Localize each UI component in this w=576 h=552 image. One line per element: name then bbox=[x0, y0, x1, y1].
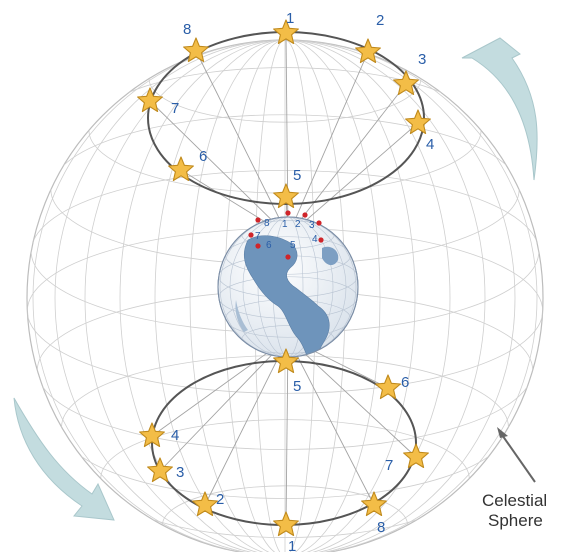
earth-dot-labels: 1 2 3 4 5 6 7 8 bbox=[255, 218, 318, 251]
sight-line bbox=[287, 83, 407, 237]
sight-line bbox=[287, 122, 419, 237]
top-label-4: 4 bbox=[426, 136, 434, 153]
latitude-line bbox=[162, 485, 408, 552]
earth-meridian bbox=[242, 217, 334, 357]
star-icon bbox=[192, 491, 218, 517]
bottom-label-2: 2 bbox=[216, 491, 224, 508]
observation-dot-1 bbox=[285, 210, 291, 216]
meridian-line bbox=[32, 40, 538, 552]
sight-line bbox=[287, 337, 417, 458]
bottom-label-7: 7 bbox=[385, 457, 393, 474]
arrow-pointer-icon bbox=[499, 431, 536, 483]
sight-line bbox=[149, 100, 289, 237]
observation-dot-6 bbox=[255, 243, 261, 249]
top-label-1: 1 bbox=[286, 10, 294, 27]
rotation-arrow-bottom bbox=[13, 397, 115, 521]
earth-globe bbox=[217, 216, 359, 358]
star-icon bbox=[273, 511, 299, 537]
star-icon bbox=[375, 374, 401, 400]
observation-dot-8 bbox=[255, 217, 261, 223]
bottom-label-1: 1 bbox=[288, 538, 296, 552]
star-icon bbox=[273, 19, 299, 45]
americas-landmass bbox=[243, 235, 330, 357]
observation-dot-2 bbox=[302, 212, 308, 218]
earth-meridian bbox=[219, 217, 357, 357]
earth-meridian bbox=[257, 217, 319, 357]
star-icon bbox=[183, 37, 209, 63]
sight-line bbox=[195, 50, 289, 237]
earth-label-5: 5 bbox=[290, 240, 296, 251]
star-icon bbox=[273, 183, 299, 209]
sight-line bbox=[287, 51, 369, 237]
star-icon bbox=[139, 422, 165, 448]
bottom-ring-labels: 1 2 3 4 5 6 7 8 bbox=[171, 374, 409, 552]
star-icon bbox=[273, 348, 299, 374]
earth-observation-points bbox=[248, 210, 324, 260]
bottom-label-4: 4 bbox=[171, 427, 179, 444]
observation-dot-7 bbox=[248, 232, 254, 238]
curved-arrow-icon bbox=[461, 37, 538, 181]
bottom-label-3: 3 bbox=[176, 464, 184, 481]
bottom-label-6: 6 bbox=[401, 374, 409, 391]
top-label-3: 3 bbox=[418, 51, 426, 68]
bottom-label-5: 5 bbox=[293, 378, 301, 395]
observation-dot-5 bbox=[285, 254, 291, 260]
curved-arrow-icon bbox=[13, 397, 115, 521]
top-ring-labels: 1 2 3 4 5 6 7 8 bbox=[171, 10, 434, 184]
meridian-line bbox=[154, 40, 416, 552]
top-label-7: 7 bbox=[171, 100, 179, 117]
earth-label-3: 3 bbox=[309, 220, 315, 231]
top-label-6: 6 bbox=[199, 148, 207, 165]
caption-line-2: Sphere bbox=[488, 511, 543, 530]
earth-label-1: 1 bbox=[282, 219, 288, 230]
meridian-line bbox=[189, 40, 381, 552]
caption-line-1: Celestial bbox=[482, 491, 547, 510]
meridian-line bbox=[54, 40, 516, 552]
star-icon bbox=[403, 443, 429, 469]
landmass-fragment bbox=[322, 246, 339, 266]
earth-label-8: 8 bbox=[264, 218, 270, 229]
top-label-5: 5 bbox=[293, 167, 301, 184]
star-icon bbox=[361, 491, 387, 517]
sight-line bbox=[204, 337, 289, 506]
earth-meridian bbox=[229, 217, 347, 357]
celestial-sphere-callout: Celestial Sphere bbox=[482, 427, 547, 530]
sight-line bbox=[151, 337, 289, 437]
star-icon bbox=[393, 70, 419, 96]
star-icon bbox=[137, 87, 163, 113]
earth-label-4: 4 bbox=[312, 234, 318, 245]
star-icon bbox=[168, 156, 194, 182]
earth-shading bbox=[235, 300, 248, 332]
top-label-8: 8 bbox=[183, 21, 191, 38]
star-icon bbox=[405, 109, 431, 135]
earth-label-6: 6 bbox=[266, 240, 272, 251]
sight-line bbox=[287, 337, 375, 506]
earth-label-2: 2 bbox=[295, 219, 301, 230]
observation-dot-4 bbox=[318, 237, 324, 243]
star-icon bbox=[147, 457, 173, 483]
earth-label-7: 7 bbox=[255, 231, 261, 242]
star-icon bbox=[355, 38, 381, 64]
sight-line bbox=[159, 337, 289, 472]
meridian-line bbox=[84, 40, 486, 552]
rotation-arrow-top bbox=[461, 37, 538, 181]
top-label-2: 2 bbox=[376, 12, 384, 29]
observation-dot-3 bbox=[316, 220, 322, 226]
bottom-label-8: 8 bbox=[377, 519, 385, 536]
meridian-line bbox=[119, 40, 451, 552]
star-markers bbox=[137, 19, 431, 537]
latitude-line bbox=[148, 40, 422, 123]
